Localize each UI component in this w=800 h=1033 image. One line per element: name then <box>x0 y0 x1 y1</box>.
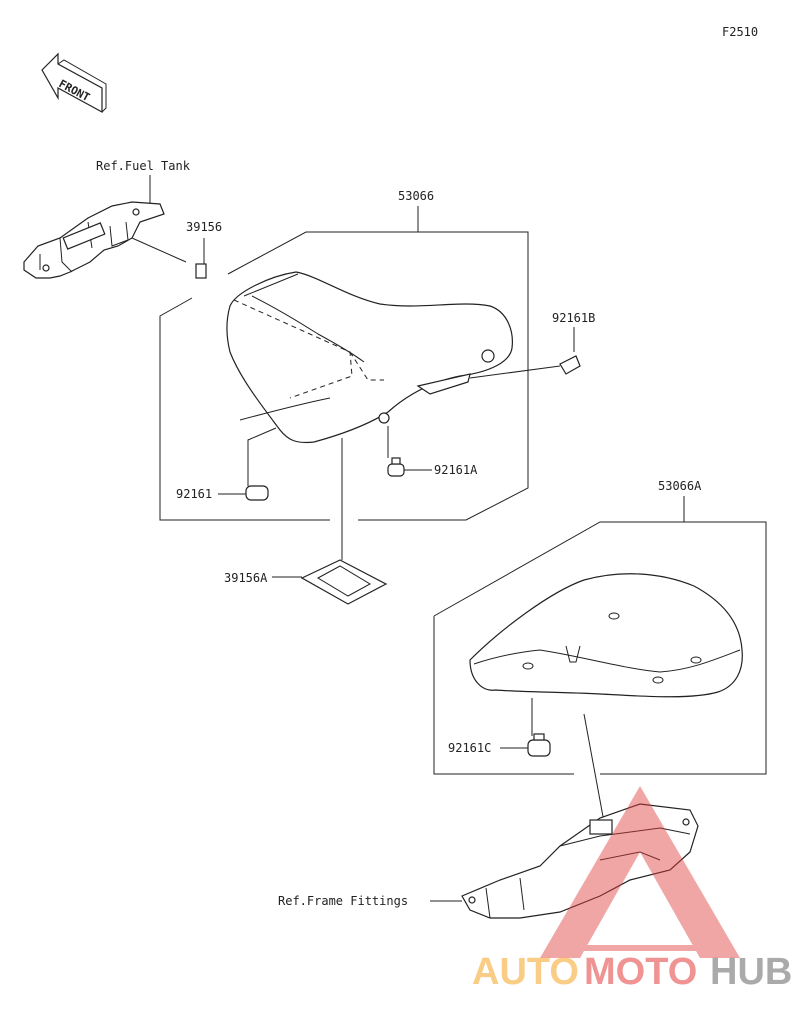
main-seat-53066 <box>226 271 513 444</box>
part-92161A-damper <box>387 426 432 477</box>
part-39156-pad <box>195 238 207 279</box>
label-92161A: 92161A <box>434 463 478 477</box>
label-92161B: 92161B <box>552 311 595 325</box>
fuel-tank-bracket <box>23 175 187 279</box>
label-92161: 92161 <box>176 487 212 501</box>
ref-frame-fittings-label: Ref.Frame Fittings <box>278 894 408 908</box>
frame-fittings <box>430 713 699 919</box>
assembly-53066-frame <box>159 206 529 521</box>
part-92161B-clip <box>469 327 581 379</box>
assembly-53066A-frame <box>433 496 767 775</box>
part-39156A-pad <box>272 438 388 605</box>
watermark-moto: MOTO <box>584 951 697 993</box>
watermark-hub: HUB <box>710 951 792 993</box>
label-92161C: 92161C <box>448 741 491 755</box>
part-92161C-damper <box>500 698 551 757</box>
watermark-auto: AUTO <box>472 951 579 993</box>
pillion-seat-53066A <box>469 573 743 698</box>
watermark-triangle-icon <box>540 786 740 958</box>
label-39156A: 39156A <box>224 571 268 585</box>
ref-fuel-tank-label: Ref.Fuel Tank <box>96 159 191 173</box>
label-53066A: 53066A <box>658 479 702 493</box>
diagram-code: F2510 <box>722 25 758 39</box>
automotohub-watermark: AUTO MOTO HUB <box>472 786 792 993</box>
part-92161-damper <box>218 427 277 501</box>
label-53066: 53066 <box>398 189 434 203</box>
front-arrow-icon: FRONT <box>41 52 107 114</box>
label-39156: 39156 <box>186 220 222 234</box>
